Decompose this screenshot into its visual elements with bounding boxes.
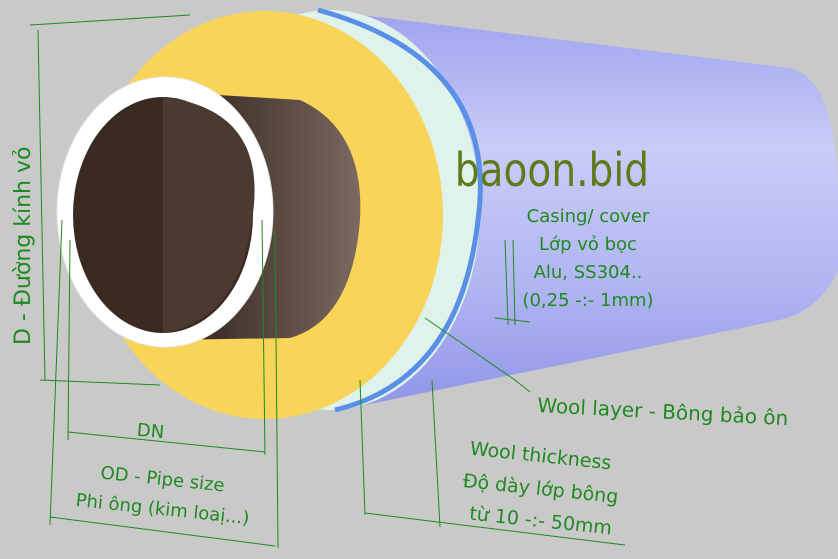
label-od: OD - Pipe size Phi ông (kim loaị...) <box>75 463 251 530</box>
label-wool-thickness: Wool thickness Độ dày lớp bông từ 10 -:-… <box>462 438 620 540</box>
casing-rim <box>317 7 483 413</box>
wool-thickness-line-3: từ 10 -:- 50mm <box>468 503 613 540</box>
label-outer-diameter: D - Đường kính vỏ <box>11 147 36 345</box>
label-casing: Casing/ cover Lớp vỏ bọc Alu, SS304.. (0… <box>522 206 653 311</box>
label-dn: DN <box>136 420 165 443</box>
pipe-inner-shade <box>163 97 255 333</box>
label-wool-layer: Wool layer - Bông bảo ôn <box>537 393 789 430</box>
casing-line-2: Lớp vỏ bọc <box>539 234 637 255</box>
dimension-lines <box>29 14 626 549</box>
watermark: baoon.bid <box>455 144 649 198</box>
casing-line-1: Casing/ cover <box>527 206 650 227</box>
od-line-1: OD - Pipe size <box>100 463 226 497</box>
wool-thickness-line-2: Độ dày lớp bông <box>462 470 620 508</box>
wool-thickness-line-1: Wool thickness <box>469 438 613 475</box>
casing-line-4: (0,25 -:- 1mm) <box>522 290 653 311</box>
casing-line-3: Alu, SS304.. <box>534 262 643 283</box>
